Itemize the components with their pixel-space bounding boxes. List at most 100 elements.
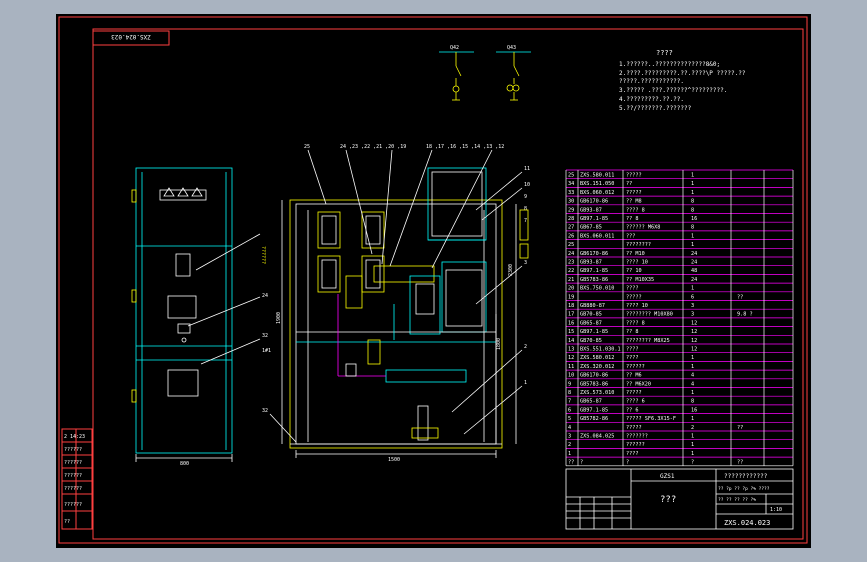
bom-cell: ?? [737, 294, 743, 300]
bom-cell: GB6170-86 [580, 199, 608, 205]
bom-cell: GB5782-86 [580, 416, 608, 422]
bom-cell: ?????? [626, 442, 645, 448]
bom-cell: BXS.551.030.1 [580, 347, 621, 353]
bom-cell: 15 [568, 329, 574, 335]
note-line-6: 5.??/???????.??????? [619, 105, 692, 112]
bom-cell: ????? [626, 294, 642, 300]
bom-cell: GB67-85 [580, 225, 602, 231]
bom-cell: ?? [737, 460, 743, 466]
bom-cell: 1 [691, 390, 694, 396]
bom-cell: ?????? M6X8 [626, 225, 660, 231]
strip-text-2: ?????? [64, 460, 82, 466]
bom-cell: GB6170-86 [580, 251, 608, 257]
bom-cell: ZXS.580.011 [580, 173, 614, 179]
bom-cell: 30 [568, 199, 574, 205]
bom-cell: 2 [691, 425, 694, 431]
bom-cell: 20 [568, 286, 574, 292]
bom-cell: ??????? [626, 434, 648, 440]
bom-cell: 10 [568, 373, 574, 379]
bom-cell: 12 [691, 329, 697, 335]
bom-cell: 33 [568, 190, 574, 196]
bom-cell: ZXS.320.012 [580, 364, 614, 370]
bom-cell: GB70-85 [580, 312, 602, 318]
title-model: GZS1 [660, 473, 675, 480]
bom-cell: 6 [691, 294, 694, 300]
bom-cell: GB97.1-85 [580, 407, 608, 413]
bom-cell: ?? M10 [626, 251, 645, 257]
bom-cell: 25 [568, 173, 574, 179]
bom-cell: ?? M8 [626, 199, 642, 205]
title-scale-value: 1:10 [770, 507, 782, 513]
bom-cell: 14 [568, 338, 574, 344]
callout-18-12: 18 ,17 ,16 ,15 ,14 ,13 ,12 [426, 144, 504, 150]
bom-cell: ?????? [626, 364, 645, 370]
bom-cell: 28 [568, 216, 574, 222]
front-view: 800 ?????? 24 32 [131, 167, 268, 467]
bom-cell: ???????? M8X25 [626, 338, 670, 344]
bom-cell: 9 [568, 381, 571, 387]
schematic-label-q42: Q42 [450, 45, 459, 51]
cad-drawing: ZXS.024.023 2 14:23 ?????? ?????? ??????… [58, 16, 808, 544]
bom-cell: ? [580, 460, 583, 466]
bom-cell: GB70-85 [580, 338, 602, 344]
bom-cell: 1 [691, 242, 694, 248]
bom-cell: GB97.1-85 [580, 268, 608, 274]
bom-cell: 26 [568, 233, 574, 239]
callout-24-19: 24 ,23 ,22 ,21 ,20 ,19 [340, 144, 406, 150]
bom-cell: 24 [568, 251, 574, 257]
bom-cell: 22 [568, 268, 574, 274]
strip-text-5: ?????? [64, 502, 82, 508]
bom-cell: ????? [626, 190, 642, 196]
bom-cell: GB93-87 [580, 207, 602, 213]
bom-cell: 1 [691, 181, 694, 187]
note-line-1: 1.??????..??????????????8&0; [619, 61, 720, 68]
bom-cell: 19 [568, 294, 574, 300]
bom-cell: ???? 8 [626, 320, 645, 326]
side-view: 1500 1900 2300 1800 1#1 32 25 24 ,23 ,22… [262, 144, 530, 463]
title-sheet-row: ?? ?? ?? ?? ?% [718, 497, 756, 503]
bom-cell: 1 [691, 442, 694, 448]
bom-cell: 24 [691, 251, 697, 257]
note-line-4: 3.????? .???.??????^?????????. [619, 87, 727, 94]
strip-text-4: ?????? [64, 486, 82, 492]
bom-cell: GB97.1-85 [580, 216, 608, 222]
notes-heading: ???? [656, 49, 673, 57]
bom-cell: GB65-87 [580, 399, 602, 405]
bom-cell: ???? 6 [626, 399, 645, 405]
bom-cell: 18 [568, 303, 574, 309]
bom-cell: 6 [568, 407, 571, 413]
bom-cell: ???? [626, 451, 639, 457]
bom-cell: ????? [626, 425, 642, 431]
bom-cell: BXS.151.050 [580, 181, 614, 187]
bom-cell: ?? 10 [626, 268, 642, 274]
bom-cell: ZXS.580.012 [580, 355, 614, 361]
bom-cell: 11 [568, 364, 574, 370]
bom-cell: 4 [568, 425, 571, 431]
bom-cell: ???? [626, 347, 639, 353]
drawing-canvas[interactable]: ZXS.024.023 2 14:23 ?????? ?????? ??????… [56, 14, 811, 548]
note-line-2: 2.????.?????????.??.????\P ?????.?? [619, 70, 746, 77]
outer-frame [58, 16, 808, 544]
bom-cell: ???????? [626, 242, 651, 248]
drawing-number-rotated: ZXS.024.023 [111, 33, 151, 40]
bom-cell: BXS.750.010 [580, 286, 614, 292]
title-company: ???????????? [724, 473, 768, 480]
bom-cell: ???? 10 [626, 303, 648, 309]
bom-cell: 1 [691, 233, 694, 239]
bom-cell: 1 [691, 286, 694, 292]
bom-cell: 12 [691, 338, 697, 344]
bom-cell: ????? SF6.3X15-F [626, 416, 676, 422]
strip-text-0: 2 14:23 [64, 434, 85, 440]
bom-cell: 8 [691, 207, 694, 213]
bom-cell: ?? [626, 181, 632, 187]
bom-cell: ???? 10 [626, 260, 648, 266]
bom-cell: 29 [568, 207, 574, 213]
bom-cell: 8 [691, 225, 694, 231]
bom-cell: 4 [691, 373, 694, 379]
bom-cell: ZXS.573.010 [580, 390, 614, 396]
callout-25: 25 [304, 144, 310, 150]
bom-cell: 1 [691, 416, 694, 422]
bom-cell: 1 [691, 364, 694, 370]
bom-cell: 7 [568, 399, 571, 405]
